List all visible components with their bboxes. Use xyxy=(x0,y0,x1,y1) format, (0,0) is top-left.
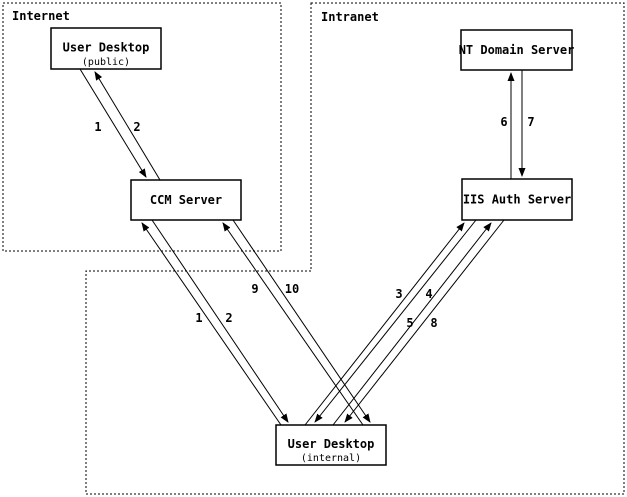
arrow-8-iis-to-internal-desktop xyxy=(344,219,505,423)
arrow-1-internal-desktop-to-ccm xyxy=(141,222,282,426)
user-desktop-internal-box xyxy=(275,424,387,466)
internet-zone-boundary xyxy=(2,2,282,252)
arrow-2-ccm-to-public-desktop-label: 2 xyxy=(133,120,140,134)
arrow-3-internal-desktop-to-iis-label: 3 xyxy=(395,287,402,301)
arrow-10-ccm-to-internal-desktop xyxy=(232,219,371,423)
user-desktop-internal-label: User Desktop xyxy=(288,437,375,451)
arrow-5-internal-desktop-to-iis xyxy=(332,222,492,426)
arrow-10-ccm-to-internal-desktop-label: 10 xyxy=(285,282,299,296)
user-desktop-public-box xyxy=(50,27,162,70)
internet-zone-label: Internet xyxy=(12,9,70,23)
arrow-1-public-desktop-to-ccm xyxy=(79,68,147,178)
arrow-1-internal-desktop-to-ccm-label: 1 xyxy=(195,311,202,325)
arrow-8-iis-to-internal-desktop-label: 8 xyxy=(430,316,437,330)
arrow-2-ccm-to-public-desktop xyxy=(94,71,161,181)
ccm-server-box xyxy=(130,179,242,221)
edge-layer: 1 2 1 2 9 10 3 4 5 8 6 7 xyxy=(79,68,535,426)
user-desktop-public-sublabel: (public) xyxy=(82,57,130,68)
user-desktop-internal-sublabel: (internal) xyxy=(301,453,361,464)
arrow-2-ccm-to-internal-desktop-label: 2 xyxy=(225,311,232,325)
arrow-5-internal-desktop-to-iis-label: 5 xyxy=(406,316,413,330)
arrow-1-public-desktop-to-ccm-label: 1 xyxy=(94,120,101,134)
intranet-zone-label: Intranet xyxy=(321,10,379,24)
intranet-zone-boundary xyxy=(85,2,625,495)
arrow-9-internal-desktop-to-ccm xyxy=(222,222,364,426)
arrow-7-nt-domain-to-iis-label: 7 xyxy=(527,115,534,129)
arrow-3-internal-desktop-to-iis xyxy=(304,222,465,426)
node-layer: User Desktop (public) NT Domain ServerCCM … xyxy=(50,27,575,466)
arrow-4-iis-to-internal-desktop xyxy=(314,219,477,423)
arrow-2-ccm-to-internal-desktop xyxy=(151,219,289,423)
arrow-9-internal-desktop-to-ccm-label: 9 xyxy=(251,282,258,296)
ccm-server-label: CCM Server xyxy=(150,193,222,207)
nt-domain-server-label: NT Domain Server xyxy=(459,43,575,57)
iis-auth-server-label: IIS Auth Server xyxy=(463,193,571,207)
nt-domain-server-box xyxy=(460,29,573,71)
user-desktop-public-label: User Desktop xyxy=(63,41,150,55)
arrow-6-iis-to-nt-domain-label: 6 xyxy=(500,115,507,129)
iis-auth-server-box xyxy=(461,178,573,221)
arrow-4-iis-to-internal-desktop-label: 4 xyxy=(425,287,432,301)
